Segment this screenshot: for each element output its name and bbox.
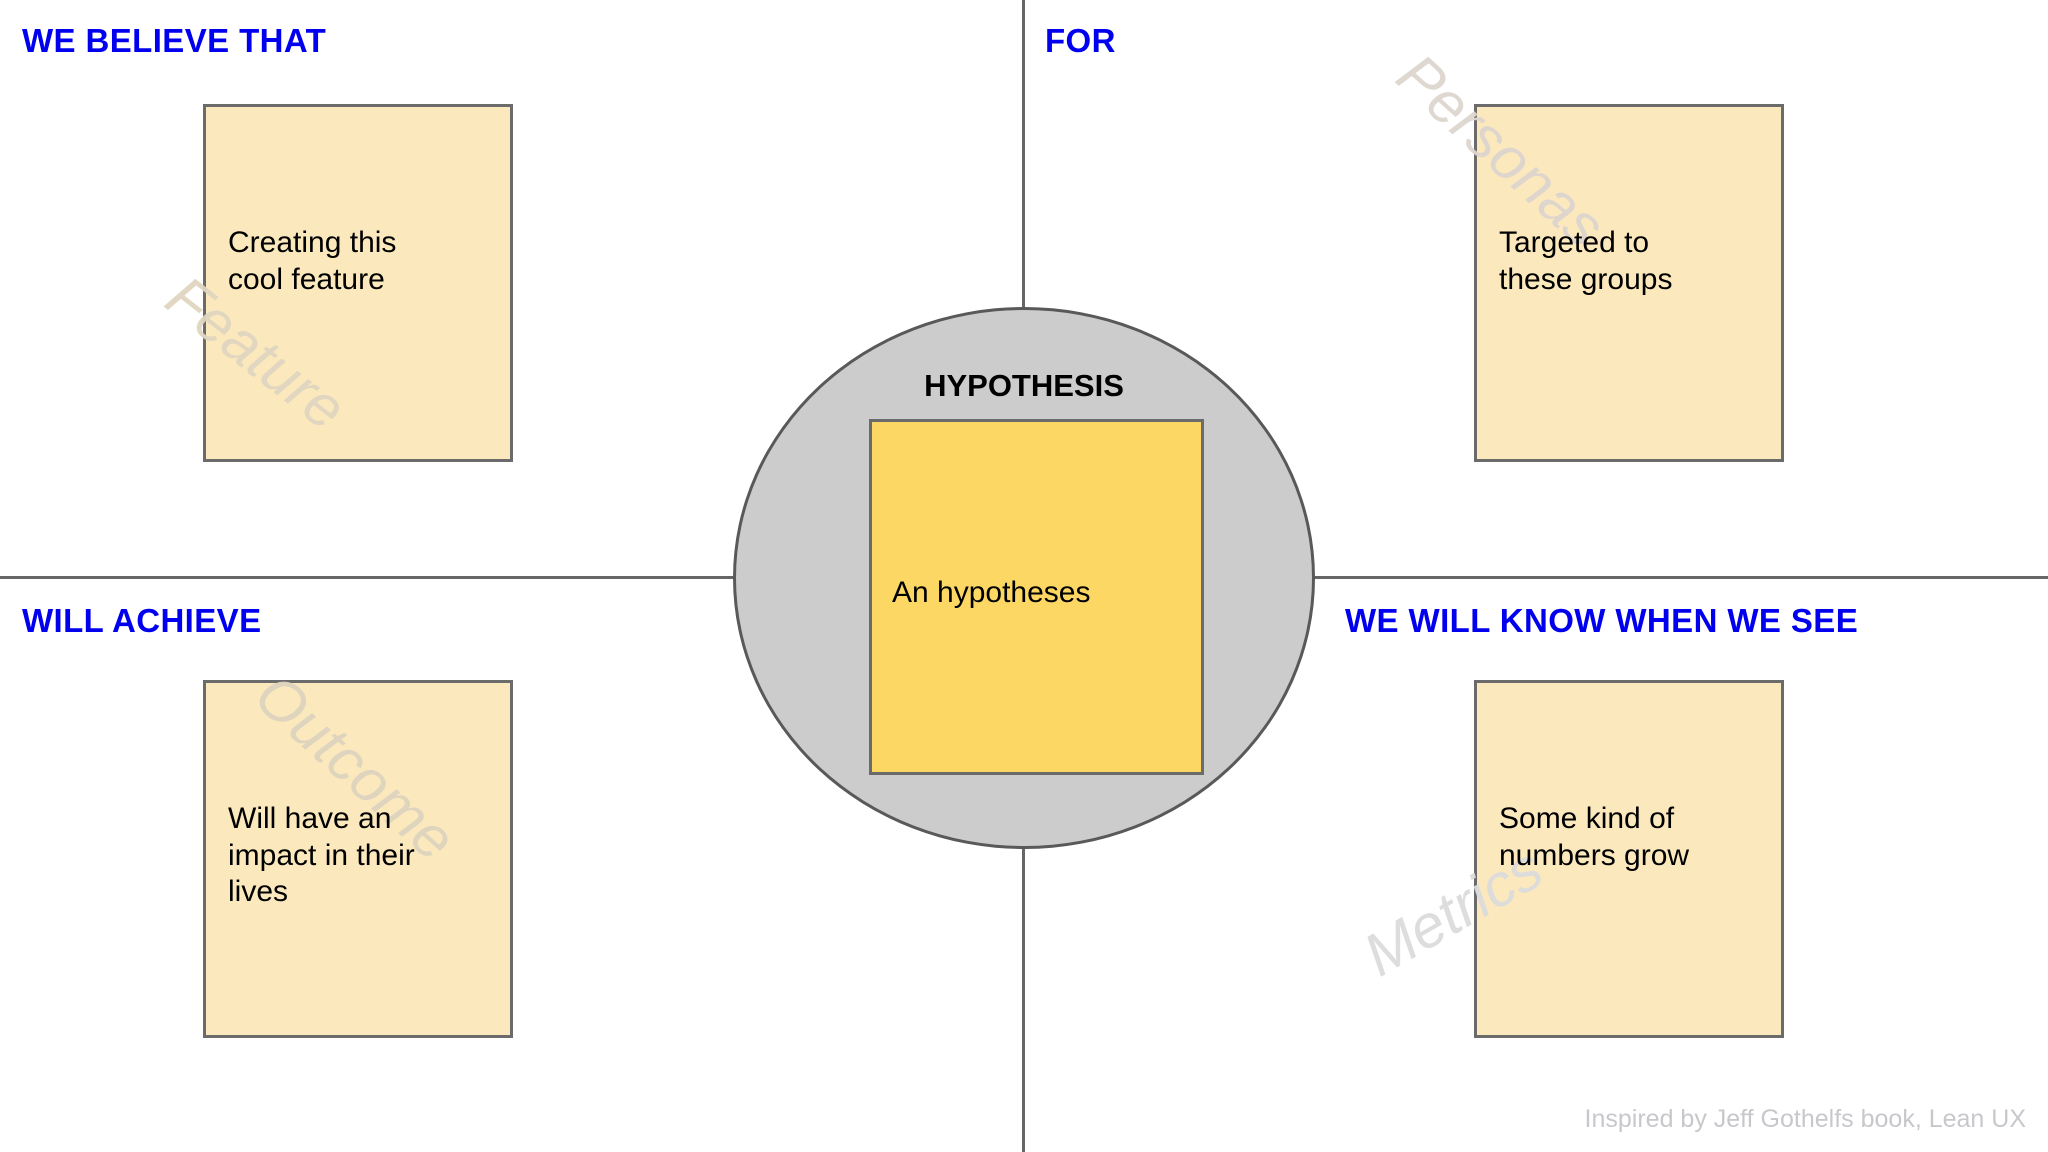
sticky-note-metrics-text: Some kind of numbers grow	[1499, 802, 1690, 872]
sticky-note-outcome[interactable]: Will have an impact in their lives	[203, 680, 513, 1038]
quadrant-heading-will-achieve: WILL ACHIEVE	[22, 602, 262, 639]
divider-horizontal-right	[1313, 576, 2048, 579]
hypothesis-card-text: An hypotheses	[892, 576, 1091, 609]
quadrant-heading-we-believe-that: WE BELIEVE THAT	[22, 22, 327, 59]
hypothesis-card[interactable]: An hypotheses	[869, 419, 1204, 775]
footer-credit: Inspired by Jeff Gothelfs book, Lean UX	[1584, 1105, 2026, 1133]
quadrant-heading-we-will-know-when-we-see: WE WILL KNOW WHEN WE SEE	[1345, 602, 1859, 639]
sticky-note-feature[interactable]: Creating this cool feature	[203, 104, 513, 462]
sticky-note-personas[interactable]: Targeted to these groups	[1474, 104, 1784, 462]
divider-vertical-top	[1022, 0, 1025, 310]
sticky-note-metrics[interactable]: Some kind of numbers grow	[1474, 680, 1784, 1038]
sticky-note-feature-text: Creating this cool feature	[228, 226, 397, 296]
sticky-note-outcome-text: Will have an impact in their lives	[228, 802, 415, 909]
sticky-note-personas-text: Targeted to these groups	[1499, 226, 1673, 296]
divider-vertical-bottom	[1022, 846, 1025, 1152]
quadrant-heading-for: FOR	[1045, 22, 1116, 59]
divider-horizontal-left	[0, 576, 735, 579]
hypothesis-label: HYPOTHESIS	[924, 368, 1124, 403]
